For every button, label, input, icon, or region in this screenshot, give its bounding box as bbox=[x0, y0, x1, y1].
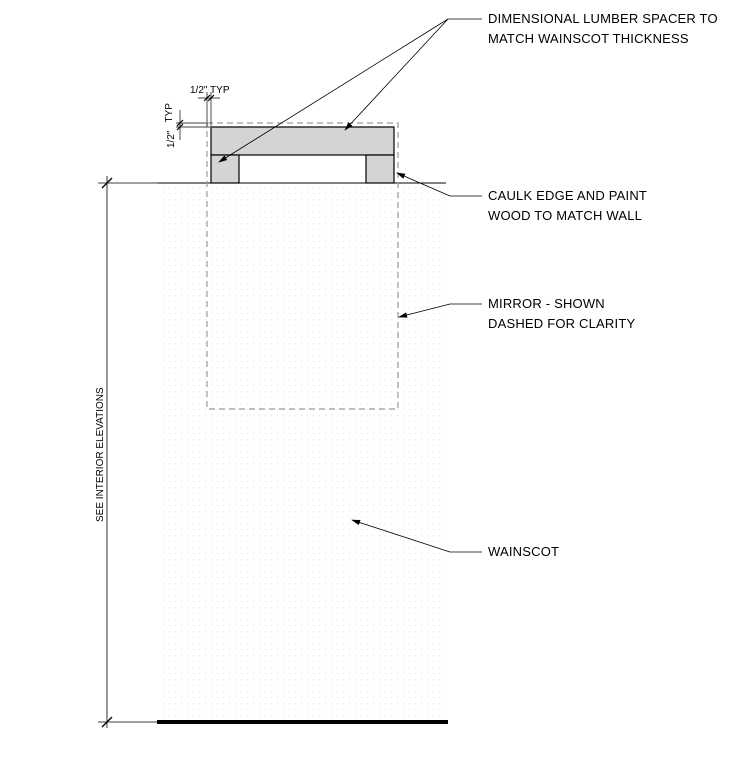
height-dimension bbox=[98, 176, 158, 728]
caulk-note-line1: CAULK EDGE AND PAINT bbox=[488, 188, 647, 203]
mirror-note-line2: DASHED FOR CLARITY bbox=[488, 316, 635, 331]
mirror-note-line1: MIRROR - SHOWN bbox=[488, 296, 605, 311]
mirror-leader bbox=[398, 303, 482, 318]
height-dimension-label: SEE INTERIOR ELEVATIONS bbox=[95, 387, 106, 522]
side-dimension-typ: TYP bbox=[164, 103, 175, 123]
spacer-note-line1: DIMENSIONAL LUMBER SPACER TO bbox=[488, 11, 718, 26]
side-dimension bbox=[176, 110, 210, 140]
wainscot-note: WAINSCOT bbox=[488, 544, 559, 559]
side-dimension-value: 1/2" bbox=[166, 130, 177, 148]
wainscot-panel bbox=[160, 184, 445, 722]
side-dimension-label: 1/2" TYP bbox=[164, 103, 177, 148]
wainscot-leader bbox=[351, 519, 482, 553]
mirror-outline bbox=[206, 122, 399, 410]
lumber-spacer bbox=[210, 126, 395, 184]
caulk-leader bbox=[396, 172, 482, 197]
top-dimension bbox=[198, 92, 220, 126]
spacer-leader bbox=[218, 18, 482, 163]
caulk-note-line2: WOOD TO MATCH WALL bbox=[488, 208, 642, 223]
spacer-note-line2: MATCH WAINSCOT THICKNESS bbox=[488, 31, 689, 46]
top-dimension-label: 1/2" TYP bbox=[190, 85, 230, 96]
